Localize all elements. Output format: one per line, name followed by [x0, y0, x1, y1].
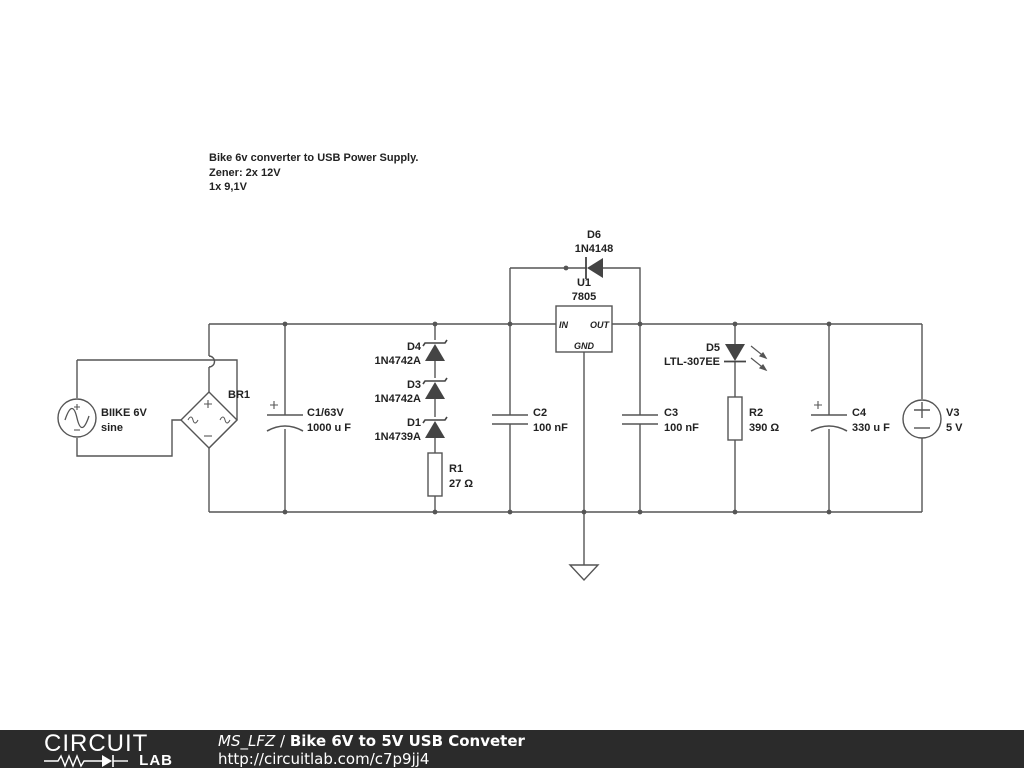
- d1-value-label: 1N4739A: [375, 431, 422, 443]
- d1-zener-symbol: [422, 416, 448, 438]
- r2-resistor-symbol: [727, 396, 743, 441]
- logo-text-circuit: CIRCUIT: [44, 730, 149, 757]
- logo-lab-row: LAB: [44, 752, 179, 769]
- c2-value-label: 100 nF: [533, 422, 568, 434]
- d1-name-label: D1: [407, 417, 421, 429]
- u1-pin-in-label: IN: [559, 320, 569, 330]
- u1-regulator-body: [555, 305, 613, 353]
- d6-value-label: 1N4148: [575, 243, 614, 255]
- schematic-note: Bike 6v converter to USB Power Supply. Z…: [209, 151, 418, 195]
- d3-zener-symbol: [422, 377, 448, 399]
- d5-value-label: LTL-307EE: [664, 356, 720, 368]
- c3-value-label: 100 nF: [664, 422, 699, 434]
- c4-value-label: 330 u F: [852, 422, 890, 434]
- bridge-rectifier-symbol: [180, 391, 238, 449]
- title-separator: /: [275, 732, 290, 750]
- c1-name-label: C1/63V: [307, 407, 344, 419]
- d4-name-label: D4: [407, 341, 422, 353]
- c4-capacitor-symbol: [810, 401, 848, 432]
- schematic-diagram: BIIKE 6V sine BR1 C1/63V 1000 u F D4 1N4…: [57, 229, 963, 582]
- circuit-url[interactable]: http://circuitlab.com/c7p9jj4: [218, 750, 430, 768]
- d4-value-label: 1N4742A: [375, 355, 422, 367]
- d3-name-label: D3: [407, 379, 421, 391]
- resistor-diode-icon: [44, 754, 128, 768]
- d5-led-symbol: [724, 344, 768, 372]
- v3-name-label: V3: [946, 407, 959, 419]
- footer-title-line: MS_LFZ / Bike 6V to 5V USB Conveter: [218, 732, 525, 750]
- source-name-label: BIIKE 6V: [101, 407, 148, 419]
- d6-diode-symbol: [585, 257, 603, 279]
- d5-name-label: D5: [706, 342, 720, 354]
- note-line-1: Bike 6v converter to USB Power Supply.: [209, 152, 419, 164]
- d6-name-label: D6: [587, 229, 601, 241]
- c1-value-label: 1000 u F: [307, 422, 351, 434]
- r1-resistor-symbol: [427, 452, 443, 497]
- note-line-3: 1x 9,1V: [209, 181, 247, 193]
- footer-bar: CIRCUIT LAB MS_LFZ / Bike 6V to 5V USB C…: [0, 730, 1024, 769]
- d3-value-label: 1N4742A: [375, 393, 422, 405]
- source-value-label: sine: [101, 422, 123, 434]
- c2-name-label: C2: [533, 407, 547, 419]
- u1-pin-out-label: OUT: [590, 320, 611, 330]
- r1-value-label: 27 Ω: [449, 478, 473, 490]
- c1-capacitor-symbol: [266, 401, 304, 432]
- r2-value-label: 390 Ω: [749, 422, 779, 434]
- c3-capacitor-symbol: [622, 414, 658, 425]
- r2-name-label: R2: [749, 407, 763, 419]
- r1-name-label: R1: [449, 463, 463, 475]
- author-link[interactable]: MS_LFZ: [218, 732, 276, 750]
- logo-text-lab: LAB: [139, 752, 173, 769]
- c4-name-label: C4: [852, 407, 867, 419]
- u1-pin-gnd-label: GND: [574, 341, 595, 351]
- circuit-title[interactable]: Bike 6V to 5V USB Conveter: [289, 732, 525, 750]
- circuitlab-logo[interactable]: CIRCUIT LAB: [44, 730, 179, 769]
- c3-name-label: C3: [664, 407, 678, 419]
- ground-symbol: [568, 564, 600, 582]
- bridge-name-label: BR1: [228, 389, 250, 401]
- v3-dc-source-symbol: [902, 399, 942, 439]
- ac-source-symbol: [57, 398, 97, 438]
- note-line-2: Zener: 2x 12V: [209, 166, 281, 179]
- d4-zener-symbol: [422, 339, 448, 361]
- c2-capacitor-symbol: [492, 414, 528, 425]
- u1-name-label: U1: [577, 277, 591, 289]
- u1-value-label: 7805: [572, 291, 596, 303]
- v3-value-label: 5 V: [946, 422, 963, 434]
